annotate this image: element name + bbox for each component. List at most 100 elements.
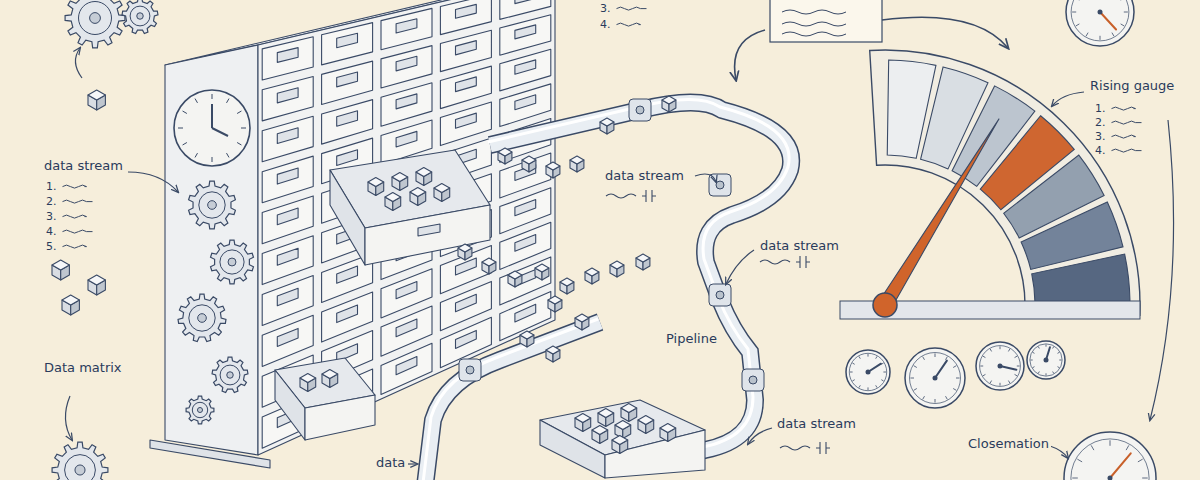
leader-line <box>726 250 754 284</box>
data-cube <box>662 96 676 112</box>
clock-tick <box>183 111 187 114</box>
data-cube <box>636 254 650 270</box>
cube-face <box>560 278 574 286</box>
gauge-rim <box>1071 0 1129 41</box>
drawing <box>52 0 1156 480</box>
gauge-tick <box>1126 445 1129 450</box>
gauge-hub <box>873 293 897 317</box>
drawer-front <box>262 236 313 285</box>
gauge-tick <box>1121 24 1125 26</box>
drawer-handle <box>396 282 417 299</box>
clock-hand <box>212 128 228 136</box>
drawer-handle <box>337 72 358 87</box>
small-gauge <box>1064 432 1156 480</box>
cube-face <box>520 331 534 339</box>
cube-face <box>482 258 496 266</box>
gauge-tick <box>859 356 860 358</box>
gauge-rim <box>1071 439 1149 480</box>
cube-face <box>52 260 69 270</box>
gauge-tick <box>1058 367 1060 368</box>
gauge-tick <box>883 372 886 373</box>
gear-rim <box>65 455 96 480</box>
gauge-tick <box>1030 360 1032 361</box>
note-card <box>770 0 882 42</box>
data-cube <box>368 178 384 196</box>
gauge-tick <box>1053 372 1054 374</box>
data-cube <box>598 409 614 427</box>
callout-label: data stream <box>603 168 686 184</box>
valve-knob <box>749 376 757 384</box>
data-cube <box>52 260 69 280</box>
gear-teeth <box>52 442 108 480</box>
gear-hub <box>208 201 217 210</box>
gauge-tick <box>1046 344 1047 346</box>
signal-symbol <box>606 190 656 202</box>
small-gauge <box>905 348 965 408</box>
gear-rim <box>220 365 240 385</box>
gauge-tick <box>1059 360 1061 361</box>
gauge-tick <box>1017 366 1020 367</box>
clock-tick <box>195 153 198 157</box>
open-drawer <box>275 358 375 440</box>
data-cube <box>482 258 496 274</box>
gauge-tick <box>1076 24 1080 26</box>
cube-face <box>570 156 584 164</box>
gauge-tick <box>923 357 925 360</box>
gauge-tick <box>935 353 936 357</box>
data-cube <box>458 244 472 260</box>
gear-rim <box>199 192 225 218</box>
data-cube <box>560 278 574 294</box>
data-cube <box>62 295 79 315</box>
gauge-rim <box>849 353 886 390</box>
clock-tick <box>237 111 241 114</box>
gauge-tick <box>1033 367 1035 368</box>
gauge-tick <box>1008 381 1009 383</box>
gauge-hub <box>1098 10 1103 15</box>
cube-face <box>662 96 676 104</box>
cube-face <box>585 268 599 276</box>
gauge-tick <box>1038 372 1039 374</box>
gear <box>178 294 226 341</box>
callout-label: data stream <box>758 238 841 254</box>
drawer-handle <box>277 88 298 103</box>
gauge-tick <box>935 399 936 403</box>
list-number: 2. <box>1093 116 1108 129</box>
cabinet-front <box>258 0 555 455</box>
data-cube <box>300 374 316 392</box>
clock-tick <box>227 99 230 103</box>
cube-face <box>600 118 614 126</box>
drawer-handle <box>515 60 536 74</box>
drawer-handle <box>515 200 536 216</box>
gear <box>52 442 108 480</box>
cube-face <box>575 314 589 322</box>
drawer-handle <box>396 56 417 71</box>
cube-face <box>300 374 316 383</box>
collection-tray <box>540 400 705 478</box>
data-cube <box>416 168 432 186</box>
gear-teeth <box>178 294 226 341</box>
cube-face <box>621 404 637 413</box>
gauge-tick <box>1072 12 1076 13</box>
gauge-tick <box>983 356 985 357</box>
cube-face <box>368 178 384 187</box>
list-number: 4. <box>44 225 59 238</box>
drawer-front <box>440 102 491 146</box>
drawer-handle <box>515 304 536 322</box>
drawer-side <box>330 170 365 265</box>
drawer-handle <box>396 19 417 33</box>
gear <box>186 396 214 424</box>
drawer-handle <box>337 33 358 48</box>
gear-teeth <box>211 240 254 284</box>
gear-hub <box>227 372 233 378</box>
gear <box>65 0 125 48</box>
clock-face <box>174 90 250 166</box>
pipe-valve <box>742 369 764 391</box>
clock-tick <box>241 128 246 129</box>
note-paper <box>770 0 882 42</box>
callout-label: data stream <box>775 416 858 432</box>
gauge-tick <box>1077 459 1082 462</box>
list-scribble <box>1112 121 1142 124</box>
drawer-front <box>440 30 491 71</box>
data-cube <box>385 193 401 211</box>
